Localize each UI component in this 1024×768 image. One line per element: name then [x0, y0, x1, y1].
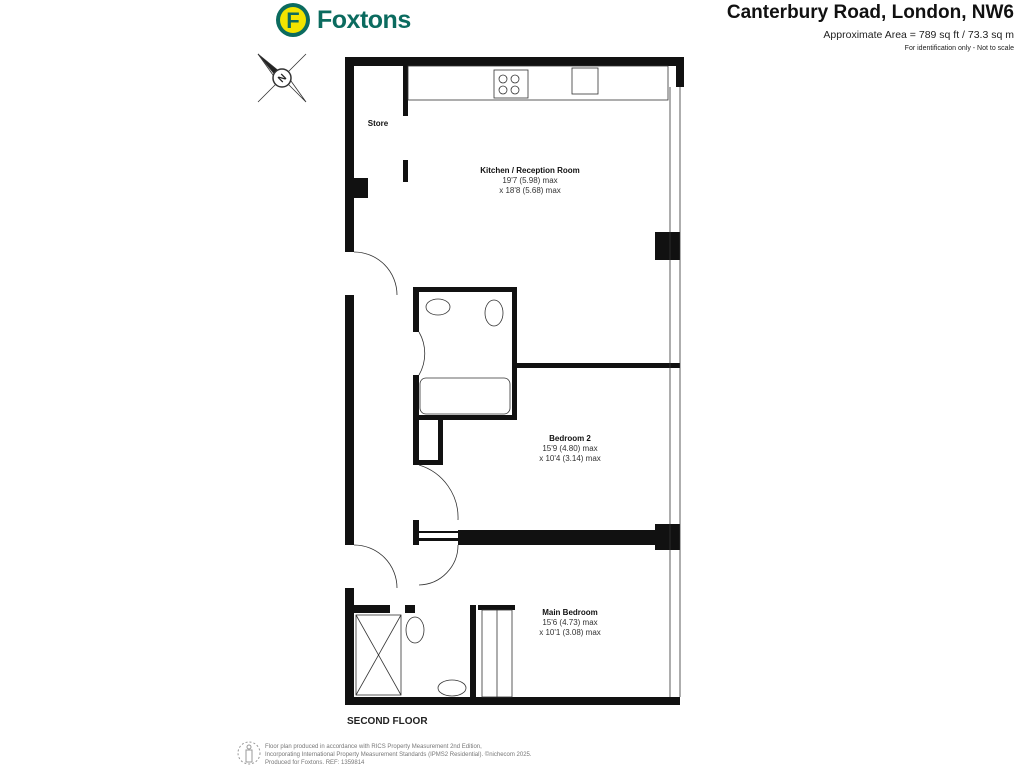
room-store: Store	[367, 119, 389, 128]
sink-icon	[571, 67, 599, 95]
foxtons-logo-icon: F	[276, 3, 310, 37]
foxtons-logo: F Foxtons	[275, 2, 411, 38]
toilet-icon	[484, 299, 504, 327]
basin-icon	[437, 679, 467, 697]
compass-north-icon: N	[257, 53, 307, 103]
footer: Floor plan produced in accordance with R…	[265, 744, 532, 766]
toilet-icon	[405, 616, 425, 644]
svg-text:F: F	[286, 8, 299, 33]
brand-name: Foxtons	[317, 5, 411, 34]
bath-icon	[419, 377, 511, 415]
hob-icon	[493, 69, 529, 99]
page-title: Canterbury Road, London, NW6	[726, 2, 1014, 23]
approximate-area: Approximate Area = 789 sq ft / 73.3 sq m	[823, 29, 1014, 41]
basin-icon	[425, 298, 451, 316]
shower-icon	[355, 614, 402, 696]
floor-label: SECOND FLOOR	[347, 716, 428, 727]
person-icon	[237, 741, 261, 765]
fixtures	[353, 65, 681, 698]
walls	[345, 57, 684, 705]
disclaimer: For identification only - Not to scale	[904, 45, 1014, 52]
